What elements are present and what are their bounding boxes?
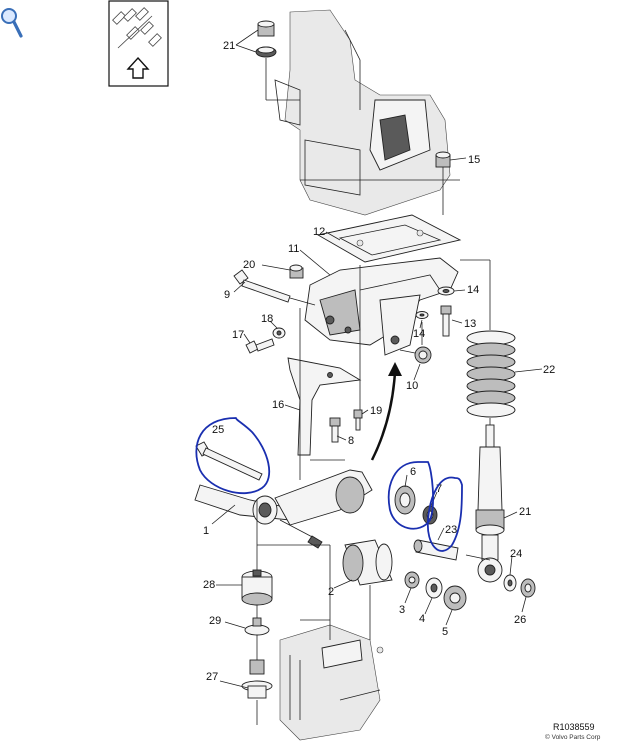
washer-14-lower bbox=[415, 311, 429, 319]
callout-8: 8 bbox=[348, 435, 354, 447]
nut-20 bbox=[289, 264, 304, 279]
callout-3: 3 bbox=[399, 604, 405, 616]
callout-12: 12 bbox=[313, 226, 325, 238]
callout-22: 22 bbox=[543, 364, 555, 376]
bolt-8 bbox=[329, 417, 341, 443]
mounting-bracket-11 bbox=[304, 257, 459, 356]
callout-9: 9 bbox=[224, 289, 230, 301]
bolt-13 bbox=[440, 305, 452, 337]
annotation-circle-bolt-25 bbox=[195, 417, 271, 495]
pin-23 bbox=[413, 539, 459, 561]
callout-labels: 21 15 12 11 20 9 14 13 18 14 17 10 22 16… bbox=[203, 40, 555, 683]
lower-chassis-outline bbox=[279, 624, 384, 741]
up-arrow-icon bbox=[126, 56, 150, 79]
callout-17: 17 bbox=[232, 329, 244, 341]
nut-21-top bbox=[255, 20, 277, 100]
copyright-text: © Volvo Parts Corp bbox=[545, 733, 601, 741]
nut-26 bbox=[520, 578, 536, 598]
bushing-2 bbox=[342, 539, 393, 586]
callout-28: 28 bbox=[203, 579, 215, 591]
washer-18 bbox=[272, 327, 286, 339]
callout-14-upper: 14 bbox=[467, 284, 479, 296]
coil-spring-22 bbox=[466, 330, 516, 418]
handwritten-annotations bbox=[195, 417, 463, 552]
reference-code: R1038559 bbox=[553, 722, 595, 732]
callout-11: 11 bbox=[288, 243, 299, 255]
callout-10: 10 bbox=[406, 380, 418, 392]
callout-16: 16 bbox=[272, 399, 284, 411]
magnifier-icon[interactable] bbox=[1, 8, 23, 38]
view-orientation-icon bbox=[112, 7, 162, 49]
callout-18: 18 bbox=[261, 313, 273, 325]
callout-4: 4 bbox=[419, 613, 425, 625]
callout-15: 15 bbox=[468, 154, 480, 166]
bushing-27 bbox=[241, 659, 273, 725]
nut-10 bbox=[399, 346, 432, 364]
callout-20: 20 bbox=[243, 259, 255, 271]
callout-21-top: 21 bbox=[223, 40, 235, 52]
callout-26: 26 bbox=[514, 614, 526, 626]
assembly-guide-lines bbox=[256, 99, 491, 660]
gasket-plate-12 bbox=[316, 214, 462, 263]
callout-21-shock: 21 bbox=[519, 506, 531, 518]
callout-13: 13 bbox=[464, 318, 476, 330]
callout-25: 25 bbox=[212, 424, 224, 436]
callout-27: 27 bbox=[206, 671, 218, 683]
bolt-25 bbox=[195, 441, 263, 481]
shock-absorber-21 bbox=[475, 424, 505, 583]
callout-14-lower: 14 bbox=[413, 328, 425, 340]
callout-5: 5 bbox=[442, 626, 448, 638]
bushing-28 bbox=[241, 569, 273, 606]
annotation-circle-ring-7 bbox=[427, 476, 463, 552]
reference-block: R1038559 © Volvo Parts Corp bbox=[545, 722, 601, 741]
assembly-direction-arrow bbox=[370, 362, 402, 461]
nut-15 bbox=[435, 151, 451, 215]
callout-24: 24 bbox=[510, 548, 522, 560]
callout-leader-lines bbox=[211, 29, 543, 689]
bolt-19 bbox=[353, 409, 363, 431]
callout-7: 7 bbox=[436, 483, 442, 495]
callout-2: 2 bbox=[328, 586, 334, 598]
bushing-6 bbox=[394, 485, 416, 515]
callout-1: 1 bbox=[203, 525, 209, 537]
bracket-plate-16 bbox=[287, 357, 362, 456]
callout-23: 23 bbox=[445, 524, 457, 536]
washer-3 bbox=[404, 571, 420, 589]
cap-5 bbox=[443, 585, 467, 611]
callout-29: 29 bbox=[209, 615, 221, 627]
washer-4 bbox=[425, 577, 443, 599]
washer-24 bbox=[503, 574, 517, 592]
washer-29 bbox=[244, 617, 270, 636]
control-arm-1 bbox=[194, 469, 373, 549]
callout-19: 19 bbox=[370, 405, 382, 417]
body-bracket-outline bbox=[274, 9, 460, 216]
bolt-17 bbox=[245, 338, 275, 354]
annotation-circle-bushing-6 bbox=[387, 461, 434, 530]
washer-14-upper bbox=[437, 286, 455, 296]
view-orientation-selector[interactable] bbox=[108, 0, 169, 87]
callout-6: 6 bbox=[410, 466, 416, 478]
